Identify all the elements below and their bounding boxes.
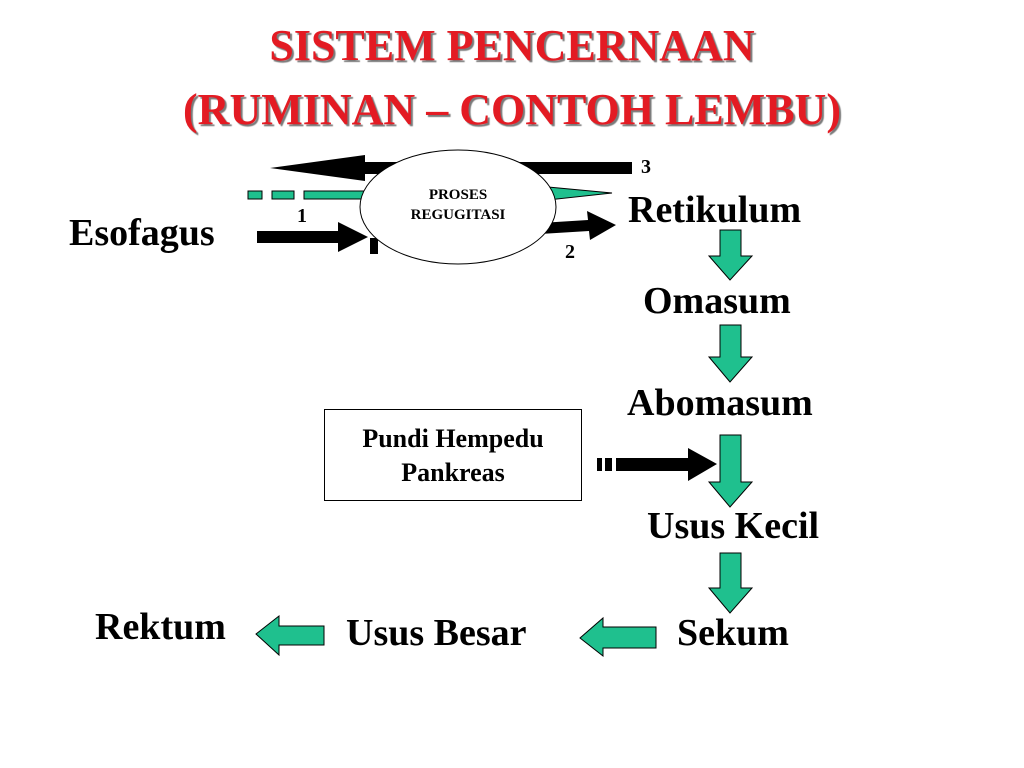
rumen-to-retikulum-arrow (540, 211, 616, 240)
omasum-to-abomasum-arrow (707, 324, 754, 383)
label-usus-kecil: Usus Kecil (647, 505, 820, 547)
accessory-organs-box: Pundi Hempedu Pankreas (324, 409, 582, 501)
label-rektum: Rektum (95, 606, 226, 648)
regurgitation-line-1: PROSES (428, 187, 488, 203)
accessory-secretion-arrow (597, 448, 717, 481)
abomasum-to-usus-kecil-arrow (707, 434, 754, 508)
sekum-to-usus-besar-arrow (579, 616, 657, 658)
label-abomasum: Abomasum (627, 382, 813, 424)
regurgitation-text: PROSES REGUGITASI (360, 185, 556, 225)
title-line-2: (RUMINAN – CONTOH LEMBU) (183, 85, 841, 134)
esofagus-to-rumen-arrow (257, 222, 368, 252)
usus-kecil-to-sekum-arrow (707, 552, 754, 614)
label-esofagus: Esofagus (69, 212, 215, 254)
label-omasum: Omasum (643, 280, 791, 322)
regurgitation-ellipse (359, 149, 557, 265)
accessory-line-2: Pankreas (401, 458, 505, 487)
label-retikulum: Retikulum (628, 189, 802, 231)
rumen-label-fragment (370, 238, 378, 254)
accessory-line-1: Pundi Hempedu (362, 424, 544, 453)
step-number-2: 2 (565, 241, 575, 263)
title-line-1: SISTEM PENCERNAAN (269, 21, 755, 70)
regurgitation-line-2: REGUGITASI (410, 207, 506, 223)
usus-besar-to-rektum-arrow (255, 614, 325, 657)
retikulum-to-omasum-arrow (707, 229, 754, 281)
label-sekum: Sekum (677, 612, 789, 654)
label-usus-besar: Usus Besar (346, 612, 527, 654)
step-number-3: 3 (641, 156, 651, 178)
step-number-1: 1 (297, 205, 307, 227)
